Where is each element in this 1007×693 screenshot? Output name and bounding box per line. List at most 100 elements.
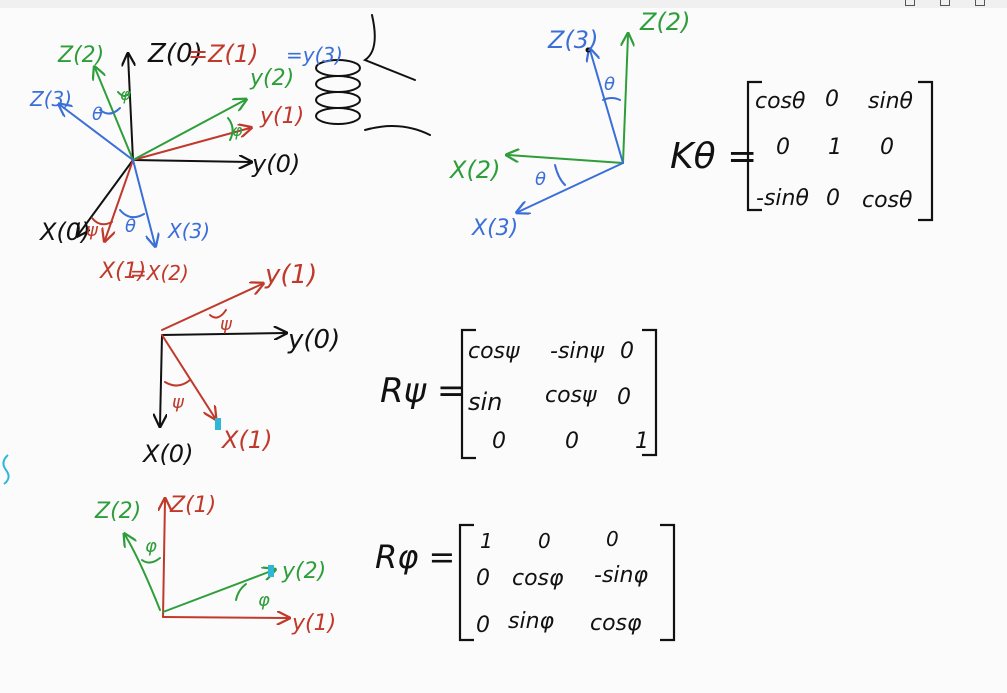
matrix-cell: -sinψ <box>550 339 604 364</box>
matrix-cell: 0 <box>606 527 619 551</box>
axis-z2 <box>623 35 628 164</box>
psi-rotation-diagram <box>160 284 285 430</box>
label-z2: Z(2) <box>639 8 690 36</box>
psi-rotation-labels: y(1) y(0) X(0) X(1) ψ ψ <box>141 260 340 468</box>
label-z3: Z(3) <box>29 87 72 111</box>
axis-z2 <box>95 68 134 161</box>
label-z0: Z(0) <box>147 39 203 69</box>
angle-arc-phi-right <box>227 117 234 141</box>
close-icon[interactable] <box>975 0 985 6</box>
label-theta-z: θ <box>604 74 615 95</box>
label-z0-eq: =Z(1) <box>188 40 259 68</box>
z3-dot <box>585 47 591 53</box>
axis-y1 <box>132 128 250 161</box>
matrix-cell: 0 <box>492 429 506 454</box>
label-x0: X(0) <box>141 440 193 468</box>
axis-x1 <box>161 334 215 418</box>
label-phi-right: φ <box>232 121 243 140</box>
label-theta-top: θ <box>92 104 103 125</box>
axis-x1 <box>105 159 134 240</box>
palm-sketch <box>364 125 431 136</box>
label-y1: y(1) <box>264 260 317 290</box>
angle-arc-phi-top <box>141 557 161 564</box>
matrix-cell: sin <box>468 388 502 416</box>
matrix-cell: cosψ <box>468 339 520 364</box>
matrix-cell: -sinθ <box>756 186 809 211</box>
axis-x0 <box>78 159 134 235</box>
frame-diagram-3d <box>60 14 431 245</box>
matrix-cell: cosψ <box>545 383 597 408</box>
label-phi-right: φ <box>258 590 270 611</box>
matrix-cell: cosθ <box>862 188 913 213</box>
label-psi-bottom: ψ <box>86 220 99 241</box>
label-psi-bottom: ψ <box>172 392 185 413</box>
matrix-cell: 0 <box>617 385 631 410</box>
axis-x2 <box>508 155 624 164</box>
label-x3: X(3) <box>471 216 518 241</box>
coil-loop <box>315 107 361 125</box>
label-y0: y(0) <box>251 150 300 178</box>
matrix-left-bracket <box>460 328 476 460</box>
axis-y2 <box>162 570 274 613</box>
matrix-cell: 0 <box>825 87 839 112</box>
angle-arc-theta-bottom <box>119 209 145 219</box>
label-y2-eq: =y(3) <box>286 43 343 67</box>
theta-rotation-diagram <box>508 35 628 212</box>
label-phi-top: φ <box>145 536 157 557</box>
angle-arc-phi-right <box>235 583 247 601</box>
label-theta-x: θ <box>535 169 546 190</box>
label-z3: Z(3) <box>547 26 598 54</box>
theta-rotation-labels: Z(3) Z(2) X(2) X(3) θ θ <box>448 8 690 241</box>
axis-y1 <box>161 284 262 331</box>
axis-x3 <box>132 159 155 245</box>
matrix-cell: -sinφ <box>594 563 648 588</box>
matrix-right-bracket <box>918 80 934 222</box>
matrix-cell: cosφ <box>590 611 642 636</box>
label-theta-bottom: θ <box>125 216 136 237</box>
highlight-marker <box>215 418 221 430</box>
matrix-cell: cosθ <box>755 89 806 114</box>
matrix-cell: 0 <box>565 429 579 454</box>
label-z2: Z(2) <box>94 499 141 524</box>
window-top-strip <box>0 0 1007 8</box>
axis-z0 <box>128 55 133 161</box>
stray-cyan-mark <box>2 454 10 485</box>
label-y2: y(2) <box>281 559 326 584</box>
matrix-cell: 0 <box>476 566 490 591</box>
axis-z3 <box>590 50 624 164</box>
label-x3: X(3) <box>167 219 210 243</box>
matrix-k-theta: Kθ = cosθ 0 sinθ 0 1 0 -sinθ 0 cosθ <box>670 80 934 222</box>
label-x2: X(2) <box>448 156 500 184</box>
matrix-left-bracket <box>746 80 762 212</box>
label-phi-top: φ <box>120 85 131 104</box>
label-y1: y(1) <box>291 611 336 636</box>
label-y1: y(1) <box>259 104 304 129</box>
minimize-icon[interactable] <box>905 0 915 6</box>
axis-z3 <box>60 105 134 161</box>
coil-loop <box>315 75 361 93</box>
restore-icon[interactable] <box>940 0 950 6</box>
matrix-cell: 0 <box>620 339 634 364</box>
angle-arc-psi-bottom <box>164 379 191 387</box>
phi-rotation-labels: Z(2) Z(1) y(2) y(1) φ φ <box>94 493 336 636</box>
matrix-cell: 0 <box>476 613 490 638</box>
axis-y2 <box>132 100 245 161</box>
matrix-cell: cosφ <box>512 566 564 591</box>
angle-arc-phi-top <box>117 91 131 97</box>
matrix-r-psi: Rψ = cosψ -sinψ 0 sin cosψ 0 0 0 1 <box>380 328 658 460</box>
axis-x3 <box>518 162 624 212</box>
angle-arc-theta-z <box>602 97 621 101</box>
matrix-r-psi-lhs: Rψ = <box>380 371 465 411</box>
highlight-marker <box>268 565 274 577</box>
label-x1: X(1) <box>220 426 272 454</box>
matrix-cell: 1 <box>635 429 649 454</box>
coil-loop <box>315 91 361 109</box>
angle-arc-psi-top <box>209 309 227 319</box>
matrix-cell: 1 <box>828 135 842 160</box>
angle-arc-psi-bottom <box>91 217 113 226</box>
matrix-right-bracket <box>642 328 658 457</box>
axis-y0 <box>161 333 285 335</box>
axis-z2 <box>125 535 161 611</box>
matrix-cell: sinφ <box>508 609 555 634</box>
